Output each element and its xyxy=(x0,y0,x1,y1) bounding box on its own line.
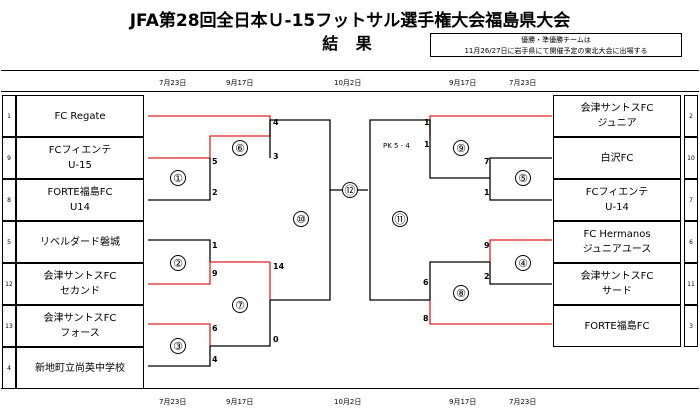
score-m8-bottom: 8 xyxy=(423,314,429,323)
score-m6-bottom: 3 xyxy=(273,152,279,161)
score-m1-top: 5 xyxy=(212,157,218,166)
score-m9-bottom: 1 xyxy=(424,140,430,149)
line-m2-winner xyxy=(148,261,270,285)
line-m4-loser xyxy=(489,262,552,285)
line-m6-winner xyxy=(148,115,271,136)
score-m9-top: 1 xyxy=(424,118,430,127)
date-round1-right: 7月23日 xyxy=(509,79,537,87)
page-subtitle: 結 果 xyxy=(322,34,378,53)
line-m8-winner xyxy=(429,300,552,325)
note-line-1: 優勝・準優勝チームは xyxy=(521,36,591,44)
line-m9-loser xyxy=(429,136,490,179)
match-9-label: ⑨ xyxy=(453,140,469,156)
seed-left-2: 9 xyxy=(2,137,16,179)
seed-left-3: 8 xyxy=(2,179,16,221)
team-left-2: FCフィエンテ U-15 xyxy=(16,137,144,179)
match-3-label: ③ xyxy=(170,338,186,354)
match-1-label: ① xyxy=(170,170,186,186)
match-5-label: ⑤ xyxy=(515,170,531,186)
seed-left-1: 1 xyxy=(2,95,16,137)
line-m10-top xyxy=(269,119,331,218)
line-m5-bottom xyxy=(489,178,552,201)
team-left-5: 会津サントスFC セカンド xyxy=(16,263,144,305)
score-m5-bottom: 1 xyxy=(484,188,490,197)
date-final: 10月2日 xyxy=(334,79,362,87)
seed-right-5: 11 xyxy=(684,263,698,305)
pk-result: PK 5 - 4 xyxy=(383,142,410,150)
team-left-4: リベルダード磐城 xyxy=(16,221,144,263)
seed-left-5: 12 xyxy=(2,263,16,305)
line-m3-winner xyxy=(148,323,211,346)
match-6-label: ⑥ xyxy=(232,140,248,156)
date-round2-left: 9月17日 xyxy=(226,398,254,406)
line-m5-top xyxy=(489,157,552,178)
team-right-2: 白沢FC xyxy=(553,137,681,179)
team-left-7: 新地町立尚英中学校 xyxy=(16,347,144,389)
line-m7-loser xyxy=(210,300,271,347)
date-round1-right: 7月23日 xyxy=(509,398,537,406)
date-round2-right: 9月17日 xyxy=(449,79,477,87)
date-header-row: 7月23日 9月17日 10月2日 9月17日 7月23日 xyxy=(1,70,699,92)
score-m5-top: 7 xyxy=(484,157,490,166)
page-title: JFA第28回全日本Ｕ-15フットサル選手権大会福島県大会 xyxy=(129,11,571,31)
date-round1-left: 7月23日 xyxy=(159,398,187,406)
team-right-3: FCフィエンテ U-14 xyxy=(553,179,681,221)
seed-right-3: 7 xyxy=(684,179,698,221)
line-m3-loser xyxy=(148,346,211,367)
score-m4-bottom: 2 xyxy=(484,272,490,281)
date-round1-left: 7月23日 xyxy=(159,79,187,87)
team-left-3: FORTE福島FC U14 xyxy=(16,179,144,221)
score-m4-top: 9 xyxy=(484,241,490,250)
seed-left-7: 4 xyxy=(2,347,16,389)
team-right-4: FC Hermanos ジュニアユース xyxy=(553,221,681,263)
line-m1-winner xyxy=(148,135,270,159)
score-m2-bottom: 9 xyxy=(212,269,218,278)
match-4-label: ④ xyxy=(515,255,531,271)
date-round2-left: 9月17日 xyxy=(226,79,254,87)
score-m2-top: 1 xyxy=(212,241,218,250)
note-line-2: 11月26/27日に岩手県にて開催予定の東北大会に出場する xyxy=(464,47,648,55)
team-left-6: 会津サントスFC フォース xyxy=(16,305,144,347)
team-right-6: FORTE福島FC xyxy=(553,305,681,347)
line-m2-loser xyxy=(148,239,211,262)
team-left-1: FC Regate xyxy=(16,95,144,137)
date-footer-row: 7月23日 9月17日 10月2日 9月17日 7月23日 xyxy=(1,388,699,412)
line-m4-winner xyxy=(489,239,552,262)
line-m8-top xyxy=(429,261,490,300)
seed-right-2: 10 xyxy=(684,137,698,179)
line-m11-bottom xyxy=(369,218,430,301)
team-right-5: 会津サントスFC サード xyxy=(553,263,681,305)
seed-left-4: 5 xyxy=(2,221,16,263)
qualification-note: 優勝・準優勝チームは 11月26/27日に岩手県にて開催予定の東北大会に出場する xyxy=(430,33,682,57)
match-8-label: ⑧ xyxy=(453,285,469,301)
match-11-label: ⑪ xyxy=(392,211,408,227)
match-12-label: ⑫ xyxy=(342,182,358,198)
seed-right-1: 2 xyxy=(684,95,698,137)
line-m1-loser xyxy=(148,158,211,201)
match-10-label: ⑩ xyxy=(293,211,309,227)
match-2-label: ② xyxy=(170,255,186,271)
seed-left-6: 13 xyxy=(2,305,16,347)
team-right-1: 会津サントスFC ジュニア xyxy=(553,95,681,137)
score-m7-bottom: 0 xyxy=(273,335,279,344)
line-m11-top xyxy=(369,119,431,218)
score-m8-top: 6 xyxy=(423,278,429,287)
score-m3-top: 6 xyxy=(212,324,218,333)
date-final: 10月2日 xyxy=(334,398,362,406)
line-m10-bottom xyxy=(270,218,331,301)
date-round2-right: 9月17日 xyxy=(449,398,477,406)
score-m7-top: 14 xyxy=(273,262,285,271)
score-m3-bottom: 4 xyxy=(212,355,218,364)
seed-right-4: 6 xyxy=(684,221,698,263)
match-7-label: ⑦ xyxy=(232,297,248,313)
score-m1-bottom: 2 xyxy=(212,188,218,197)
score-m6-top: 4 xyxy=(273,118,279,127)
line-m9-winner xyxy=(429,115,552,136)
seed-right-6: 3 xyxy=(684,305,698,347)
